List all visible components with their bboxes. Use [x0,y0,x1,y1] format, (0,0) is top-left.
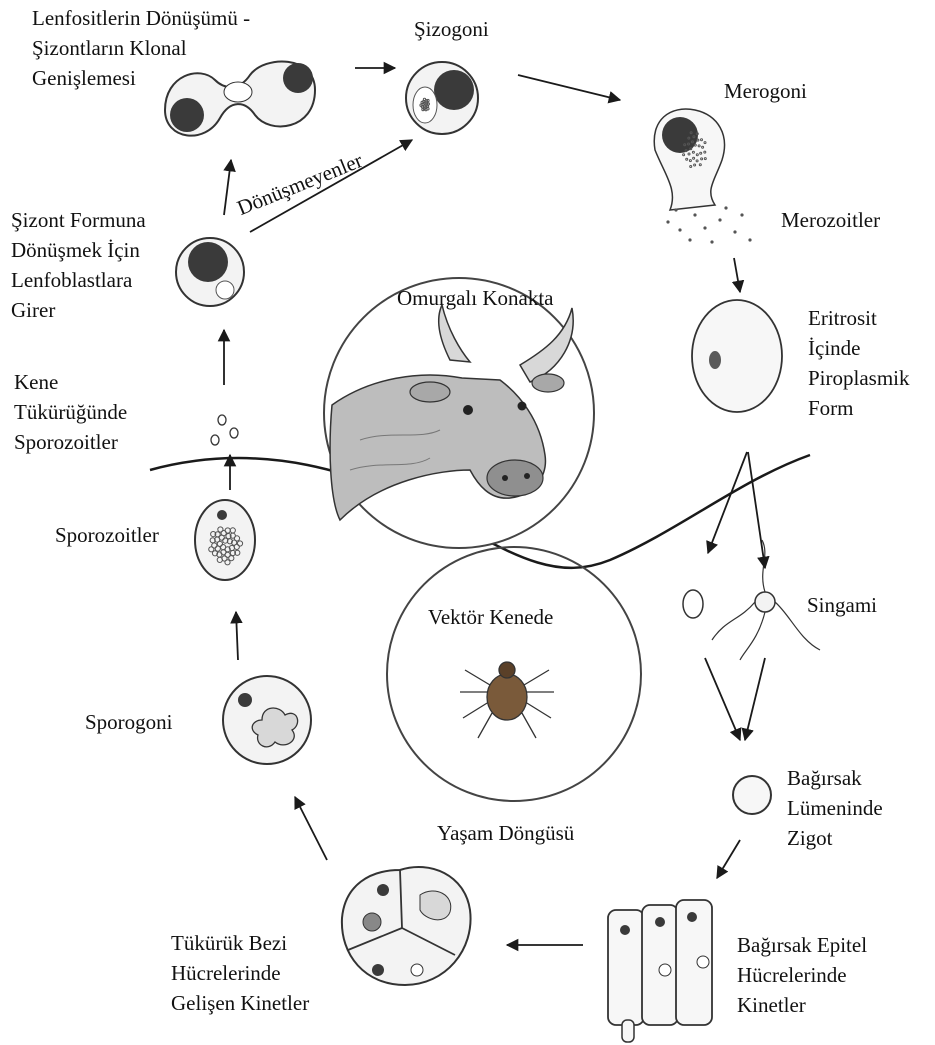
label-lymphocyte-transform: Lenfositlerin Dönüşümü - Şizontların Klo… [32,3,250,93]
label-erythrocyte-piroplasm: Eritrosit İçinde Piroplasmik Form [808,303,910,423]
arrow-lymphoblast-to-expansion [224,160,231,215]
gut-epithelium-cells [608,900,712,1042]
arrow-gamete-to-zygote-a [705,658,740,740]
arrow-gamete-to-zygote-b [745,658,765,740]
gamete-cells [683,540,820,660]
tick-icon [460,662,554,738]
label-tick-saliva-sporozoites: Kene Tükürüğünde Sporozoitler [14,367,127,457]
merozoite-dots [666,206,751,243]
label-vector-tick: Vektör Kenede [428,602,553,632]
arrow-zygote-to-epithelium [717,840,740,878]
zygote-cell [733,776,771,814]
label-syngamy: Singami [807,590,877,620]
arrow-sporogony-to-sporozoites [236,612,238,660]
label-sporozoites: Sporozoitler [55,520,159,550]
label-salivary-kinetes: Tükürük Bezi Hücrelerinde Gelişen Kinetl… [171,928,309,1018]
arrow-erythrocyte-to-gamete-b [748,452,765,568]
label-vertebrate-host: Omurgalı Konakta [397,283,554,313]
label-intestinal-zygote: Bağırsak Lümeninde Zigot [787,763,883,853]
sporogony-cell [223,676,311,764]
schizogony-cell [406,62,478,134]
label-sporogony: Sporogoni [85,707,173,737]
free-sporozoites [211,415,238,445]
label-life-cycle: Yaşam Döngüsü [437,818,574,848]
label-merozoites: Merozoitler [781,205,880,235]
lymphoblast-cell [176,238,244,306]
label-schizogony: Şizogoni [414,14,489,44]
label-epithelial-kinetes: Bağırsak Epitel Hücrelerinde Kinetler [737,930,867,1020]
sporozoites-cell [195,500,255,580]
arrow-schizogony-to-merogony [518,75,620,100]
arrow-salivary-to-sporogony [295,797,327,860]
arrow-merozoites-to-erythrocyte [734,258,740,292]
salivary-gland-cells [342,867,471,985]
erythrocyte-cell [692,300,782,412]
label-enter-lymphoblasts: Şizont Formuna Dönüşmek İçin Lenfoblastl… [11,205,146,325]
label-merogony: Merogoni [724,76,807,106]
